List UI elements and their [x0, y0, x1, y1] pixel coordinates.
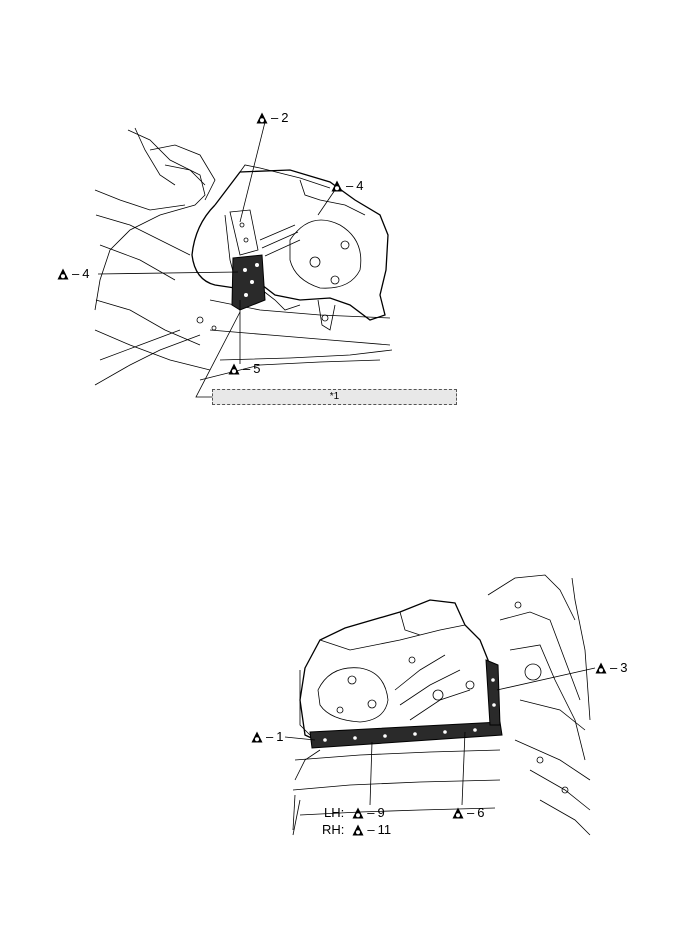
- callout-2-top: – 2: [256, 111, 288, 125]
- callout-dash: –: [243, 361, 251, 376]
- callout-number: 2: [281, 110, 289, 125]
- sealer-triangle-icon: [452, 807, 464, 819]
- callout-dash: –: [72, 266, 80, 281]
- callout-dash: –: [367, 822, 375, 837]
- callout-rh-11: RH: – 11: [322, 823, 391, 837]
- callout-3-bottom: – 3: [595, 661, 627, 675]
- callout-number: 4: [82, 266, 90, 281]
- sealer-triangle-icon: [228, 363, 240, 375]
- callout-dash: –: [610, 660, 618, 675]
- callout-dash: –: [346, 178, 354, 193]
- callout-dash: –: [266, 729, 274, 744]
- callout-dash: –: [271, 110, 279, 125]
- note-label: *1: [329, 391, 340, 402]
- callout-6-bottom: – 6: [452, 806, 484, 820]
- rh-label: RH:: [322, 822, 345, 837]
- note-box: *1: [212, 389, 457, 405]
- sealer-triangle-icon: [352, 824, 364, 836]
- sealer-triangle-icon: [251, 731, 263, 743]
- callout-4-top-left: – 4: [57, 267, 89, 281]
- callout-4-top-right: – 4: [331, 179, 363, 193]
- callout-number: 5: [253, 361, 261, 376]
- callout-number: 6: [477, 805, 485, 820]
- sealer-triangle-icon: [331, 180, 343, 192]
- sealer-triangle-icon: [352, 807, 364, 819]
- callout-number: 1: [276, 729, 284, 744]
- callout-lh-9: LH: – 9: [324, 806, 385, 820]
- sealer-triangle-icon: [256, 112, 268, 124]
- callout-number: 3: [620, 660, 628, 675]
- lh-label: LH:: [324, 805, 345, 820]
- callout-dash: –: [467, 805, 475, 820]
- callout-number: 11: [377, 822, 392, 837]
- callout-dash: –: [367, 805, 375, 820]
- sealer-triangle-icon: [595, 662, 607, 674]
- callout-number: 9: [377, 805, 385, 820]
- callout-5-top: – 5: [228, 362, 260, 376]
- callout-1-bottom: – 1: [251, 730, 283, 744]
- sealer-triangle-icon: [57, 268, 69, 280]
- callout-number: 4: [356, 178, 364, 193]
